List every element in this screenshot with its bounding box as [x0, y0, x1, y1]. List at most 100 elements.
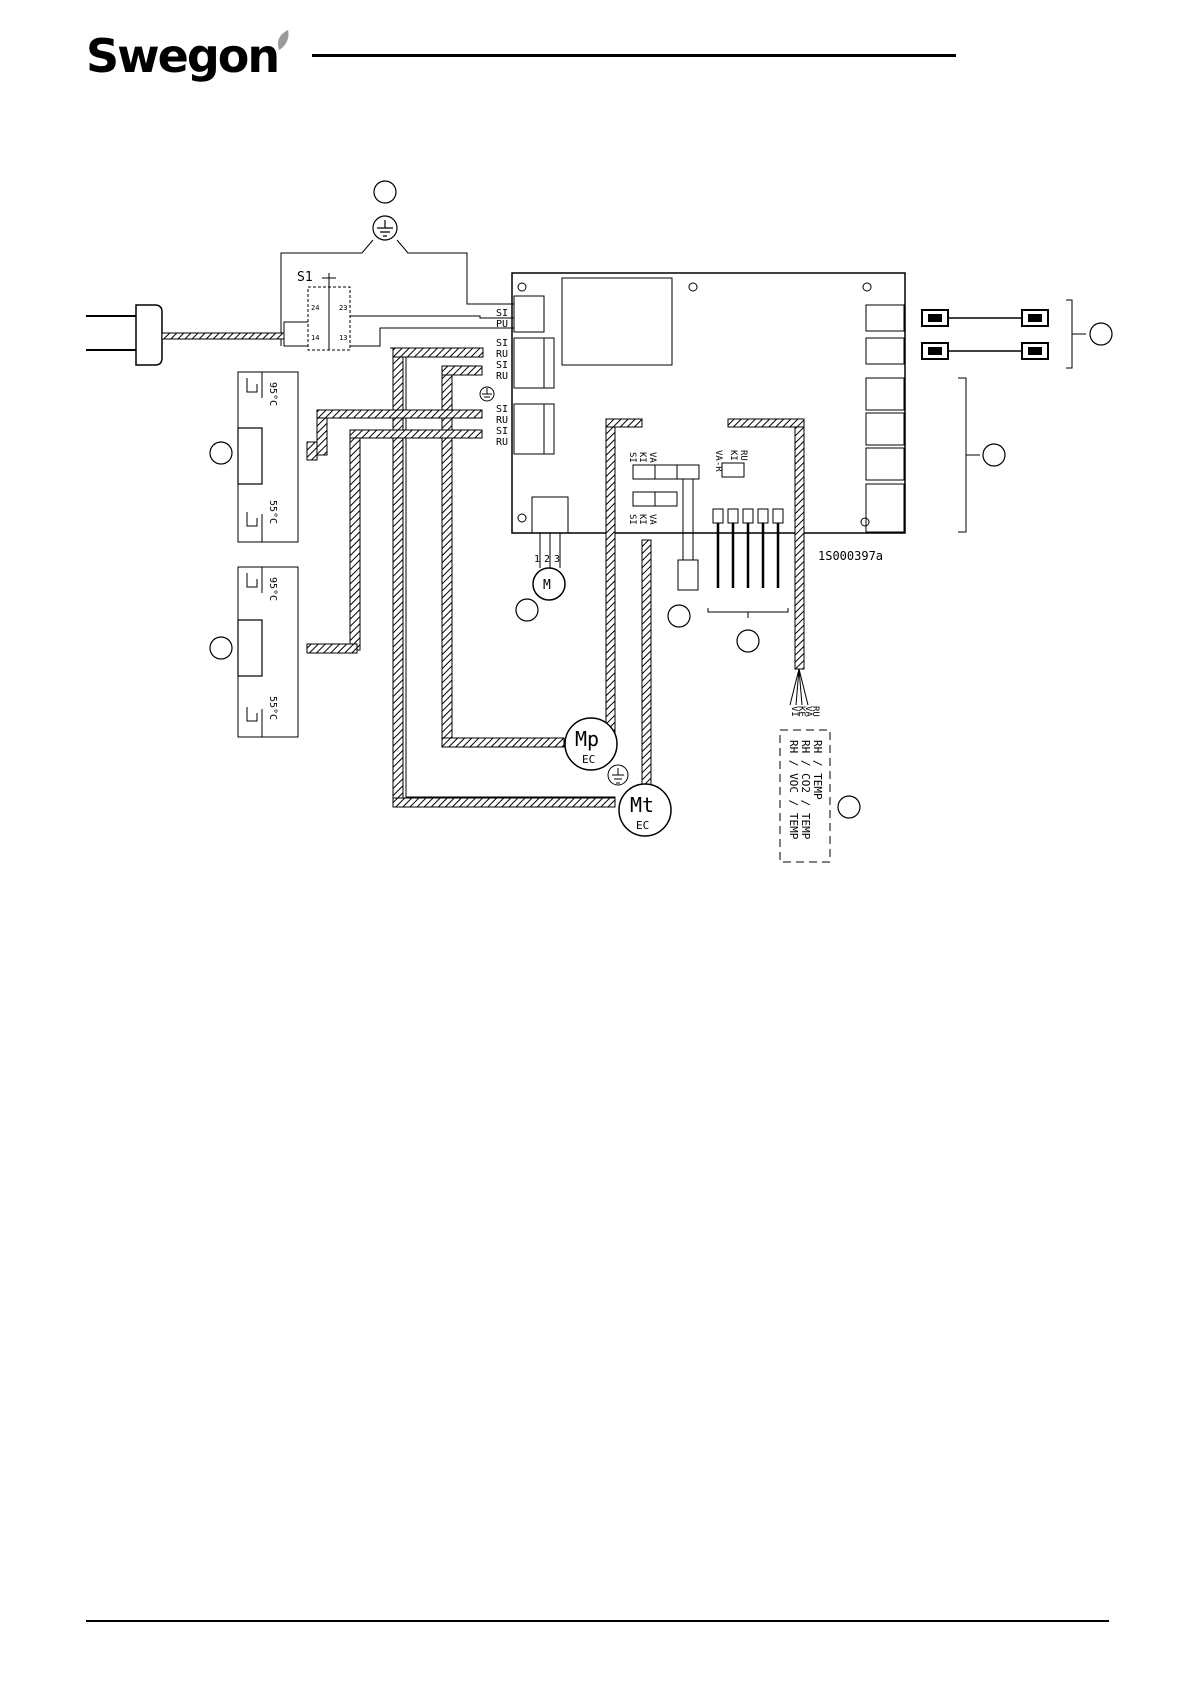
earth-icon-lines	[482, 388, 492, 397]
callout-circle	[838, 796, 860, 818]
signal-connector-b2	[655, 492, 677, 506]
callout-circle	[210, 442, 232, 464]
temperature-sensors	[708, 509, 788, 618]
earth-icon-lines	[377, 220, 393, 236]
callout-circle	[210, 637, 232, 659]
thermostat-high: 95°C	[267, 382, 278, 406]
sensor-option: RH / VOC / TEMP	[787, 740, 800, 840]
switch-contact: 14	[311, 334, 319, 342]
cable-signal-mp	[606, 419, 615, 733]
signal-connector-c	[722, 463, 744, 477]
extract-fan-symbol: Mt	[630, 793, 654, 817]
terminal-block-x4	[514, 404, 544, 454]
switch-contact: 23	[339, 304, 347, 312]
terminal-label: RU	[496, 437, 508, 448]
mount-hole	[863, 283, 871, 291]
transformer-block	[562, 278, 672, 365]
switch-contact: 13	[339, 334, 347, 342]
damper-connector	[532, 497, 568, 533]
mains-cable	[162, 333, 284, 339]
cable-sensor	[795, 419, 804, 669]
switch-label: S1	[297, 270, 313, 285]
damper-pin: 1	[534, 554, 540, 565]
network-ports	[866, 305, 904, 532]
cable-supply-bottom	[442, 738, 564, 747]
heating-element-2	[238, 620, 262, 676]
signal-label: VA	[647, 514, 657, 525]
cable-signal-mt	[642, 540, 651, 792]
terminal-label: SI	[496, 360, 508, 371]
bracket-ports	[958, 378, 980, 532]
terminal-label: SI	[496, 404, 508, 415]
sensor-wire-label: VI	[789, 706, 799, 717]
heating-element-1	[238, 428, 262, 484]
signal-label: KI	[637, 514, 647, 525]
signal-connector-a2	[655, 465, 677, 479]
pressure-switch-wire	[683, 479, 693, 560]
signal-connector-a3	[677, 465, 699, 479]
terminal-label: SI	[496, 308, 508, 319]
thermostat-low: 55°C	[267, 500, 278, 524]
callout-circle	[374, 181, 396, 203]
callout-circle	[1090, 323, 1112, 345]
signal-label: KI	[728, 450, 738, 461]
control-board	[512, 273, 905, 533]
switch-actuator	[322, 273, 336, 350]
damper-motor-label: M	[543, 578, 551, 593]
terminal-block-x5	[544, 404, 554, 454]
pressure-switch	[678, 560, 698, 590]
callout-circle	[516, 599, 538, 621]
extract-fan-type: EC	[636, 819, 649, 832]
cable-heater-1-horizontal	[317, 410, 482, 418]
signal-label: SI	[627, 514, 637, 525]
cable-extract-bottom	[393, 798, 615, 807]
thermostat-low: 55°C	[267, 696, 278, 720]
damper-pin: 3	[554, 554, 560, 565]
plug-pins	[86, 316, 136, 350]
signal-label: KI	[637, 452, 647, 463]
mount-hole	[689, 283, 697, 291]
terminal-label: RU	[496, 415, 508, 426]
supply-fan-symbol: Mp	[575, 727, 599, 751]
signal-connector-b	[633, 492, 655, 506]
cable-sensor-top	[728, 419, 804, 427]
rj12-cable-plugs	[922, 310, 1048, 359]
terminal-label: SI	[496, 426, 508, 437]
cable-signal-mp-top	[606, 419, 642, 427]
cable-heater-2-horizontal	[350, 430, 482, 438]
sensor-wires	[790, 669, 808, 705]
cable-supply-vertical	[442, 366, 452, 747]
switch-contact: 24	[311, 304, 319, 312]
supply-fan-type: EC	[582, 753, 595, 766]
signal-label: VA	[647, 452, 657, 463]
bracket-network	[1066, 300, 1086, 368]
terminal-label: RU	[496, 371, 508, 382]
cable-heater-2	[350, 430, 360, 650]
earth-icon-lines	[612, 768, 624, 783]
terminal-label: RU	[496, 349, 508, 360]
terminal-label: PU	[496, 319, 508, 330]
plug-icon	[136, 305, 162, 365]
terminal-block-x1	[514, 296, 544, 332]
cable-heater-2-bottom	[307, 644, 357, 653]
terminal-block-x2	[514, 338, 544, 388]
footer-rule	[86, 1620, 1109, 1622]
mount-hole	[518, 514, 526, 522]
callout-circle	[983, 444, 1005, 466]
callout-circle	[668, 605, 690, 627]
mount-hole	[518, 283, 526, 291]
signal-label: SI	[627, 452, 637, 463]
cable-extract-top	[393, 348, 483, 357]
cable-heater-1	[307, 442, 317, 460]
mount-hole	[861, 518, 869, 526]
signal-label: VA-R	[713, 450, 723, 472]
signal-label: RU	[738, 450, 748, 461]
earth-wire	[281, 240, 514, 346]
damper-pin: 2	[544, 554, 550, 565]
signal-connector-a	[633, 465, 655, 479]
thermostat-high: 95°C	[267, 577, 278, 601]
terminal-label: SI	[496, 338, 508, 349]
callout-circle	[737, 630, 759, 652]
drawing-number: 1S000397a	[818, 549, 883, 563]
